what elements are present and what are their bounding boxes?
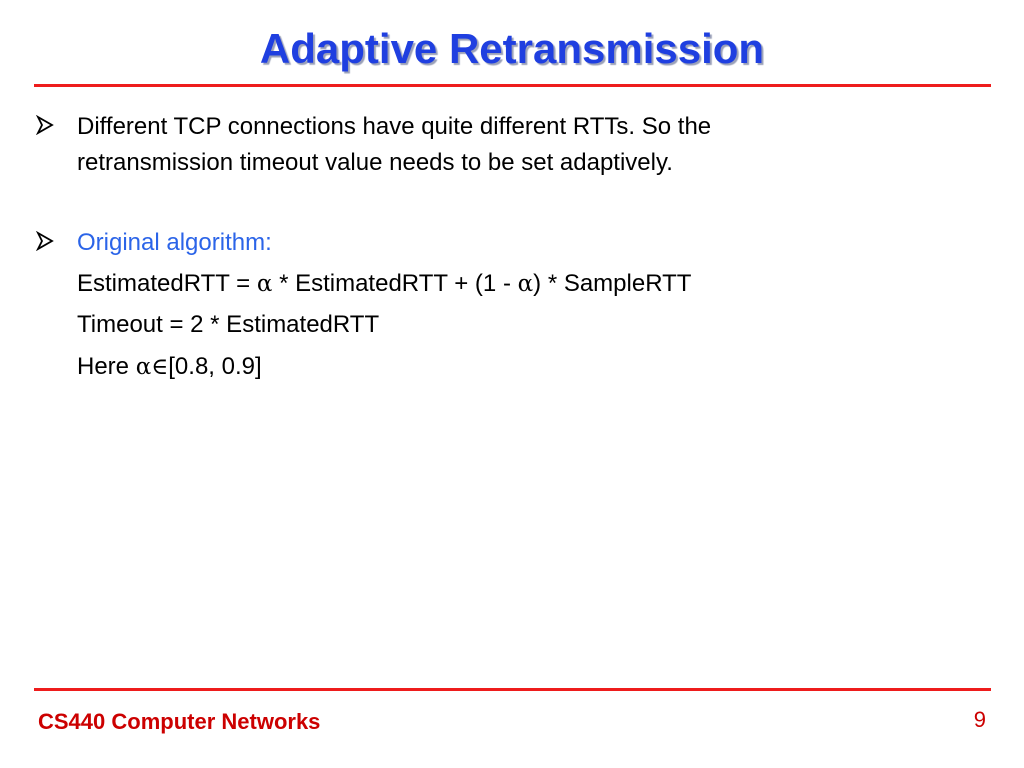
alpha-range: Here α∈[0.8, 0.9] bbox=[77, 349, 262, 385]
formula-3-part-a: Here bbox=[77, 353, 136, 380]
arrowhead-bullet-icon-svg bbox=[35, 114, 54, 136]
footer-divider bbox=[34, 688, 991, 691]
formula-1-part-b: * EstimatedRTT + (1 - bbox=[272, 270, 518, 297]
formula-1-part-c: ) * SampleRTT bbox=[533, 270, 692, 297]
bullet-2-heading: Original algorithm: bbox=[77, 229, 272, 256]
slide-title: Adaptive Retransmission bbox=[259, 25, 765, 72]
title-divider bbox=[34, 84, 991, 87]
alpha-symbol: α bbox=[256, 271, 273, 297]
element-of-symbol: ∈ bbox=[151, 354, 169, 380]
arrowhead-bullet-icon-svg bbox=[35, 230, 54, 252]
alpha-symbol: α bbox=[135, 354, 152, 380]
timeout-formula: Timeout = 2 * EstimatedRTT bbox=[77, 311, 380, 338]
slide-number: 9 bbox=[973, 707, 986, 732]
bullet-1-line-2: retransmission timeout value needs to be… bbox=[77, 149, 673, 176]
formula-1-part-a: EstimatedRTT = bbox=[77, 270, 257, 297]
alpha-range-value: [0.8, 0.9] bbox=[168, 353, 262, 380]
alpha-symbol: α bbox=[517, 271, 534, 297]
arrowhead-bullet-icon bbox=[35, 112, 54, 144]
bullet-1-line-1: Different TCP connections have quite dif… bbox=[77, 113, 712, 140]
estimated-rtt-formula: EstimatedRTT = α * EstimatedRTT + (1 - α… bbox=[77, 266, 691, 302]
footer-course-name: CS440 Computer Networks bbox=[38, 709, 321, 734]
arrowhead-bullet-icon bbox=[35, 228, 54, 260]
